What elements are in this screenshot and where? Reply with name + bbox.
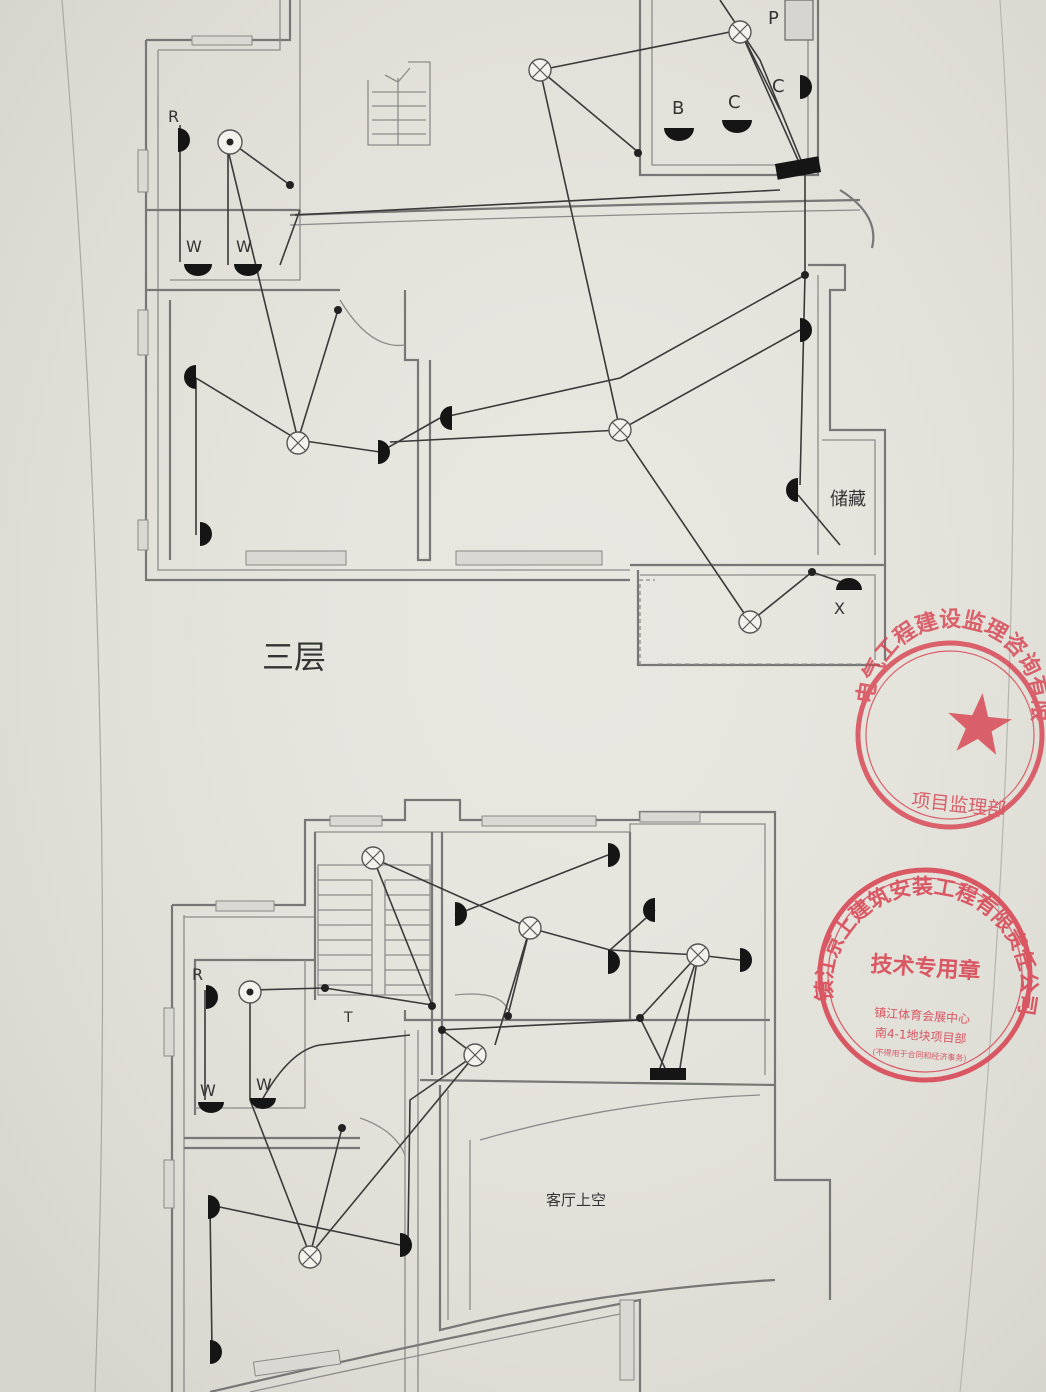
wall-socket-icon — [184, 365, 196, 389]
socket-tag: W — [236, 237, 252, 256]
room-label-storage: 储藏 — [830, 489, 866, 510]
floor-3-labels: 三层 储藏 R W W B C C P X — [168, 8, 866, 676]
window — [163, 1007, 175, 1057]
sheet-border-left — [61, 0, 104, 1392]
wall-socket-icon — [740, 948, 752, 972]
floor-3-title: 三层 — [262, 638, 326, 676]
socket-tag: X — [834, 599, 845, 618]
wall-socket-icon — [722, 120, 752, 133]
socket-tag: R — [192, 965, 203, 984]
floor-2-walls — [163, 798, 832, 1392]
water-heater-icon — [784, 0, 814, 41]
window — [455, 550, 603, 566]
window — [137, 309, 149, 356]
socket-tag: C — [772, 76, 785, 97]
ceiling-lamp-icon — [686, 943, 710, 967]
window — [639, 811, 701, 823]
floor-3-plan: 三层 储藏 R W W B C C P X — [137, 0, 887, 676]
ceiling-lamp-icon — [728, 20, 752, 44]
switch-tag: T — [343, 1010, 353, 1026]
wall-socket-icon — [198, 1102, 224, 1113]
distribution-box-icon — [774, 156, 822, 180]
wall-socket-icon — [608, 950, 620, 974]
stamp-line: 镇江体育会展中心 — [874, 1005, 971, 1027]
floor-2-plan: 客厅上空 R W W T — [163, 798, 832, 1392]
switch-dot — [636, 1014, 644, 1022]
switch-dot — [428, 1002, 436, 1010]
floor-2-fixtures — [198, 843, 752, 1364]
window — [252, 1349, 342, 1377]
floor-2-labels: 客厅上空 R W W T — [192, 965, 606, 1209]
socket-tag: W — [256, 1075, 272, 1094]
ceiling-lamp-icon — [528, 58, 552, 82]
window — [163, 1159, 175, 1209]
room-label-living-void: 客厅上空 — [546, 1191, 606, 1209]
window — [191, 35, 253, 46]
wall-socket-icon — [400, 1233, 412, 1257]
wall-socket-icon — [208, 1195, 220, 1219]
window — [137, 519, 149, 551]
floor-3-wiring — [179, 0, 851, 623]
wall-socket-icon — [378, 440, 390, 464]
stamp-line: 南4-1地块项目部 — [875, 1025, 967, 1046]
switch-dot — [338, 1124, 346, 1132]
window — [215, 900, 275, 912]
wall-socket-icon — [786, 478, 798, 502]
window — [481, 815, 597, 827]
ceiling-lamp-icon — [518, 916, 542, 940]
wall-socket-icon — [836, 578, 862, 590]
socket-tag: W — [200, 1081, 216, 1100]
socket-tag: C — [728, 92, 741, 113]
wall-socket-icon — [440, 406, 452, 430]
window — [137, 149, 149, 193]
socket-tag: B — [672, 98, 684, 119]
ceiling-lamp-icon — [298, 1245, 322, 1269]
ceiling-lamp-icon — [608, 418, 632, 442]
ceiling-lamp-icon — [738, 610, 762, 634]
window — [619, 1299, 635, 1381]
switch-dot — [334, 306, 342, 314]
wall-socket-icon — [664, 128, 694, 141]
wall-socket-icon — [643, 898, 655, 922]
wall-socket-icon — [206, 985, 218, 1009]
wall-socket-icon — [210, 1340, 222, 1364]
switch-dot — [286, 181, 294, 189]
star-icon — [948, 693, 1012, 755]
ceiling-lamp-icon — [361, 846, 385, 870]
ceiling-lamp-icon — [286, 431, 310, 455]
sheet-border-right — [959, 0, 1014, 1392]
bath-heater-icon — [238, 980, 262, 1004]
bath-heater-icon — [217, 129, 243, 155]
switch-dot — [438, 1026, 446, 1034]
wall-socket-icon — [234, 264, 262, 276]
wall-socket-icon — [184, 264, 212, 276]
window — [245, 550, 347, 566]
socket-tag: W — [186, 237, 202, 256]
switch-dot — [801, 271, 809, 279]
floor-3-walls — [137, 0, 887, 667]
wall-socket-icon — [250, 1098, 276, 1109]
distribution-box-icon — [650, 1068, 686, 1080]
wall-socket-icon — [178, 128, 190, 152]
switch-dot — [321, 984, 329, 992]
socket-tag: R — [168, 107, 179, 126]
window — [329, 815, 383, 827]
wall-socket-icon — [800, 318, 812, 342]
wall-socket-icon — [800, 75, 812, 99]
switch-dot — [504, 1012, 512, 1020]
wall-socket-icon — [455, 902, 467, 926]
ceiling-lamp-icon — [463, 1043, 487, 1067]
wall-socket-icon — [200, 522, 212, 546]
floor-3-fixtures — [178, 0, 862, 634]
switch-dot — [634, 149, 642, 157]
switch-dot — [808, 568, 816, 576]
floor-2-wiring — [204, 854, 741, 1351]
socket-tag: P — [768, 8, 779, 29]
wall-socket-icon — [608, 843, 620, 867]
